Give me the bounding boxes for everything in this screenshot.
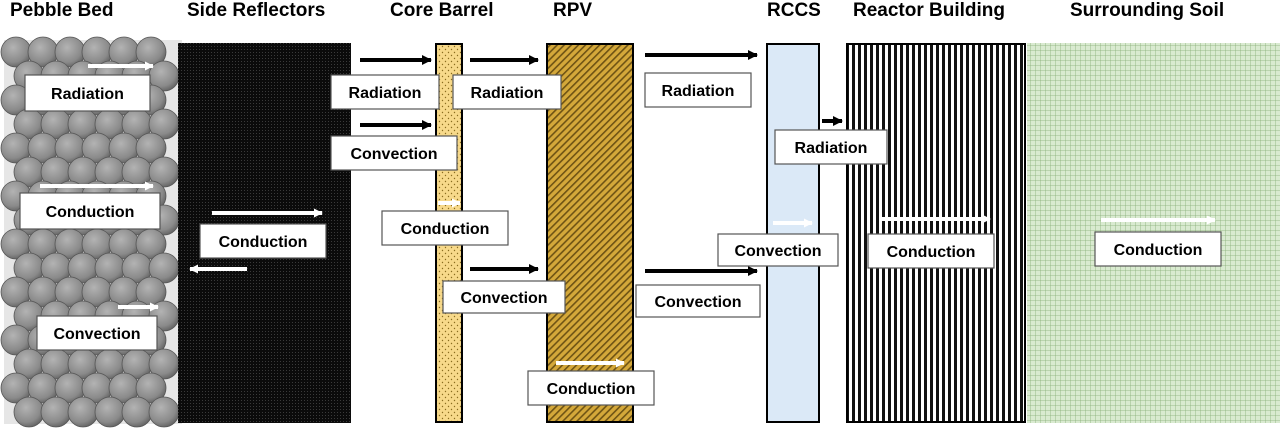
svg-text:Convection: Convection <box>53 326 140 343</box>
rccs-radiation-label: Radiation <box>774 129 888 165</box>
pebble-radiation-label: Radiation <box>24 74 151 112</box>
svg-text:Conduction: Conduction <box>887 244 976 261</box>
pebble <box>135 372 167 404</box>
svg-text:Radiation: Radiation <box>471 85 544 102</box>
pebble <box>13 396 45 428</box>
pebble <box>121 396 153 428</box>
gap2-convection-label: Convection <box>442 280 566 314</box>
pebble <box>67 396 99 428</box>
gap2-radiation-label: Radiation <box>452 74 562 110</box>
pebble-conduction-label: Conduction <box>19 192 161 230</box>
header-surrounding-soil: Surrounding Soil <box>1070 0 1224 21</box>
pebble <box>40 396 72 428</box>
svg-text:Convection: Convection <box>350 146 437 163</box>
svg-text:Radiation: Radiation <box>662 83 735 100</box>
svg-text:Conduction: Conduction <box>1114 242 1203 259</box>
svg-text:Conduction: Conduction <box>547 381 636 398</box>
pebble <box>148 396 180 428</box>
svg-text:Conduction: Conduction <box>401 221 490 238</box>
svg-text:Convection: Convection <box>654 294 741 311</box>
gap1-convection-label: Convection <box>330 135 458 171</box>
svg-text:Radiation: Radiation <box>349 85 422 102</box>
barrel-conduction-label: Conduction <box>381 210 509 246</box>
svg-text:Radiation: Radiation <box>795 140 868 157</box>
svg-text:Radiation: Radiation <box>51 86 124 103</box>
gap1-radiation-label: Radiation <box>330 74 440 110</box>
svg-text:Conduction: Conduction <box>219 234 308 251</box>
header-reactor-building: Reactor Building <box>853 0 1005 21</box>
rpv-conduction-label: Conduction <box>527 370 655 406</box>
arrows <box>40 50 1216 368</box>
reflector-conduction-label: Conduction <box>199 223 327 259</box>
gap3-convection-label: Convection <box>635 284 761 318</box>
gap3-radiation-label: Radiation <box>644 72 752 108</box>
building-conduction-label: Conduction <box>867 233 995 269</box>
svg-text:Conduction: Conduction <box>46 204 135 221</box>
pebble <box>94 396 126 428</box>
header-pebble-bed: Pebble Bed <box>10 0 113 21</box>
rccs-convection-label: Convection <box>717 233 839 267</box>
header-rpv: RPV <box>553 0 592 21</box>
pebble-convection-label: Convection <box>36 315 158 351</box>
rccs-region <box>766 43 820 423</box>
soil-conduction-label: Conduction <box>1094 231 1222 267</box>
svg-text:Convection: Convection <box>734 243 821 260</box>
header-core-barrel: Core Barrel <box>390 0 494 21</box>
pebble <box>135 132 167 164</box>
header-side-reflectors: Side Reflectors <box>187 0 325 21</box>
header-rccs: RCCS <box>767 0 821 21</box>
reactor-building-region <box>846 43 1026 423</box>
svg-text:Convection: Convection <box>460 290 547 307</box>
